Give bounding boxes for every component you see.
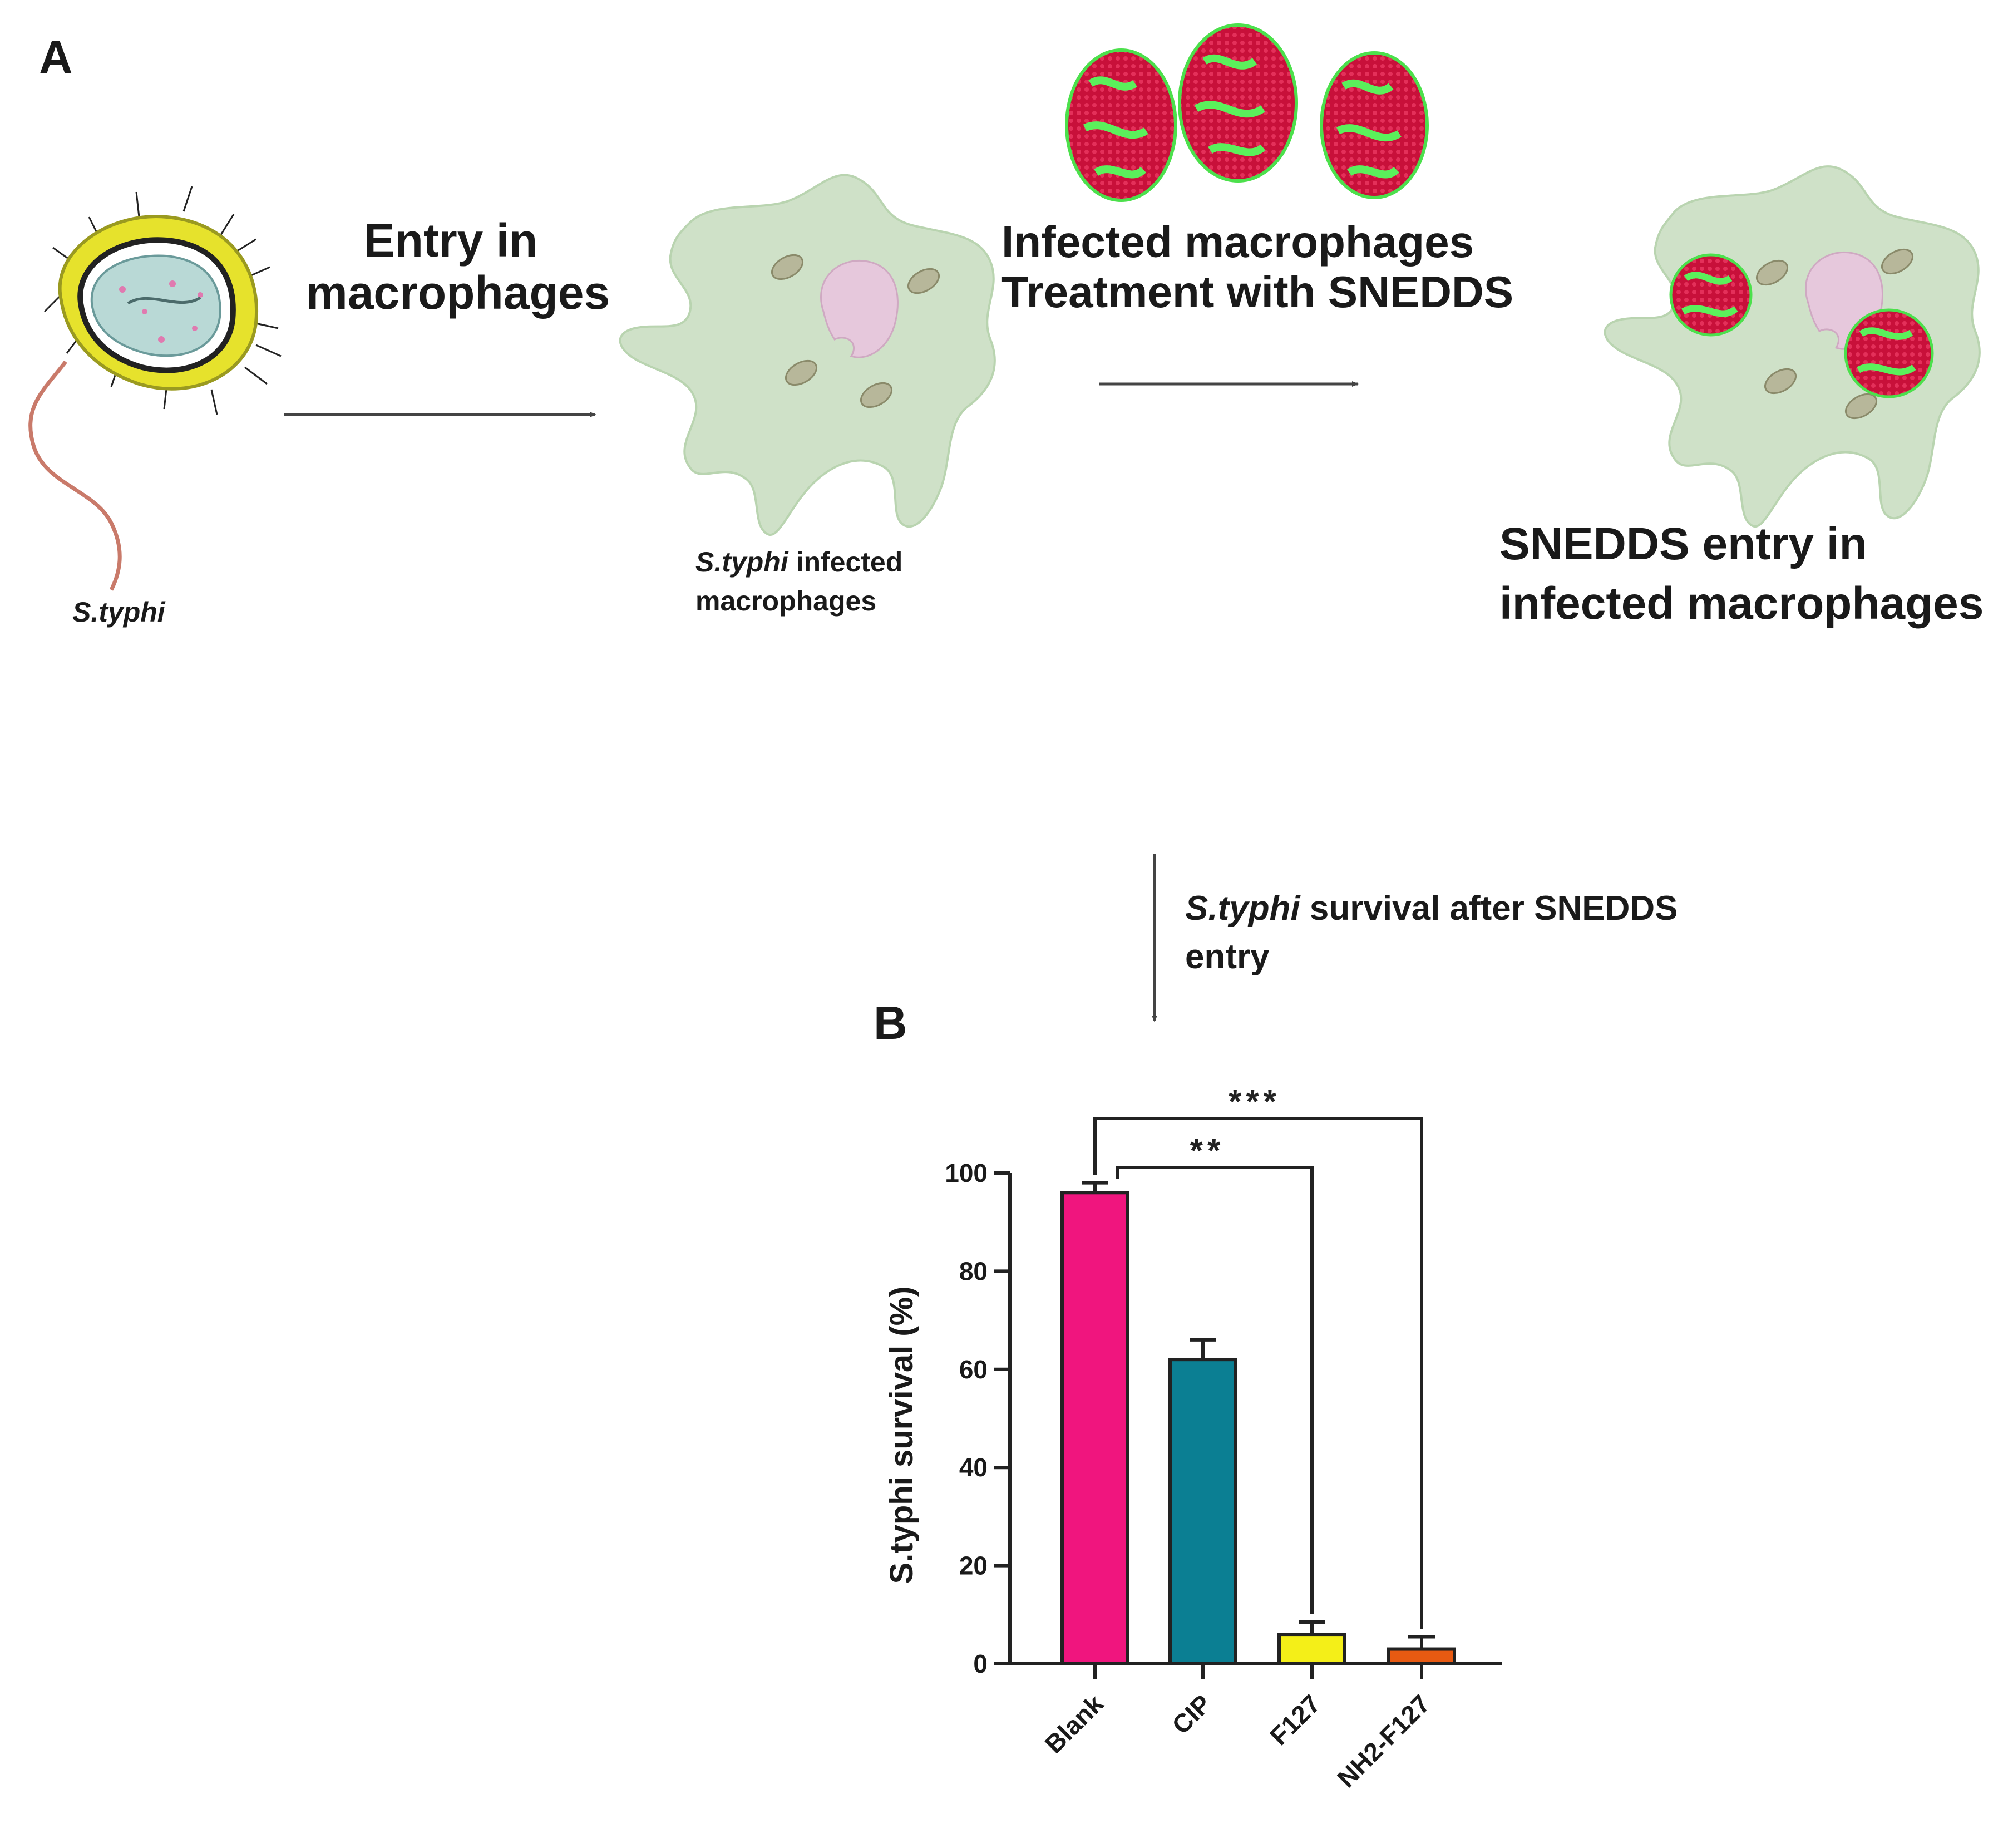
treatment-label: Infected macrophages Treatment with SNED…	[1002, 217, 1514, 317]
survival-transition-label: S.typhi survival after SNEDDS entry	[1185, 889, 1678, 976]
y-tick-label: 100	[945, 1159, 988, 1187]
panel-a-letter: A	[39, 31, 73, 83]
entry-label: Entry in macrophages	[306, 214, 610, 319]
y-tick-label: 40	[959, 1453, 988, 1482]
category-label-f127: F127	[1264, 1689, 1326, 1751]
significance-stars: **	[1190, 1132, 1225, 1169]
y-axis-label: S.typhi survival (%)	[884, 1286, 920, 1584]
y-tick-label: 80	[959, 1256, 988, 1285]
significance-bracket	[1093, 1117, 1423, 1629]
significance-bracket	[1116, 1166, 1314, 1615]
snedds-entry-label: SNEDDS entry in infected macrophages	[1499, 519, 1984, 629]
snedds-particles-icon	[1065, 23, 1429, 202]
infected-macrophages-label: S.typhi infected macrophages	[695, 546, 903, 617]
snedds-macrophage-icon	[1604, 165, 1981, 528]
category-label-blank: Blank	[1039, 1689, 1109, 1759]
category-label-cip: CIP	[1166, 1689, 1217, 1739]
bar-cip	[1168, 1358, 1237, 1665]
bar-f127	[1277, 1633, 1346, 1666]
panel-b-letter: B	[874, 997, 907, 1049]
bacterium-icon	[28, 186, 282, 591]
category-label-nh2-f127: NH2-F127	[1331, 1689, 1435, 1793]
y-tick-label: 60	[959, 1355, 988, 1384]
bacterium-label: S.typhi	[72, 597, 165, 628]
bar-nh2-f127	[1387, 1647, 1456, 1666]
significance-stars: ***	[1229, 1083, 1281, 1120]
y-tick-label: 20	[959, 1551, 988, 1580]
bar-blank	[1060, 1191, 1129, 1665]
y-tick-label: 0	[973, 1649, 988, 1678]
infected-macrophage-icon	[619, 174, 996, 536]
